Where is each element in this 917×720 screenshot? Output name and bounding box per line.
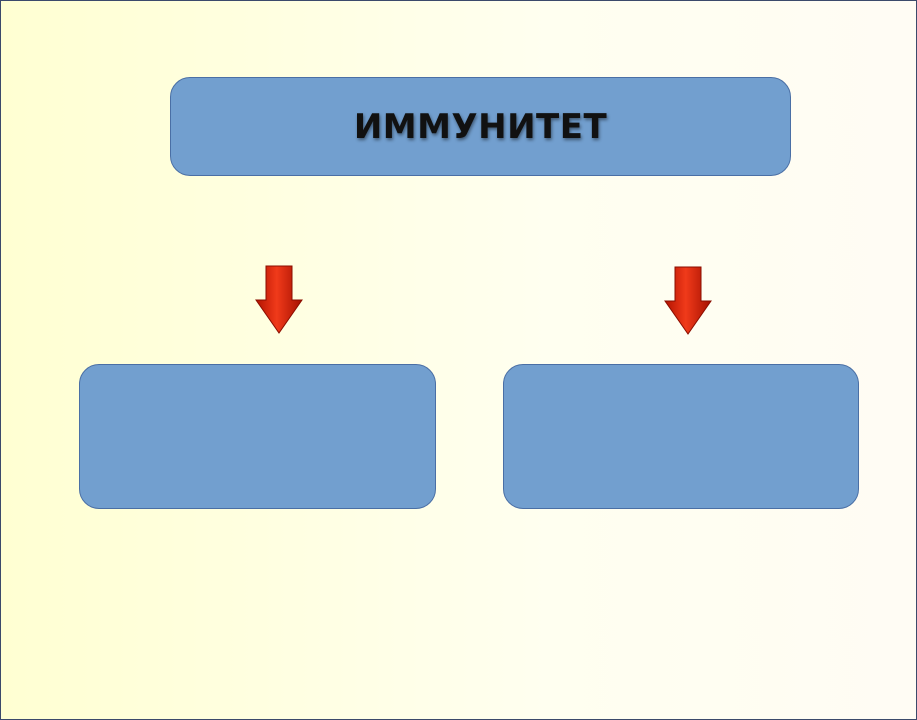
right-box [503, 364, 859, 509]
left-box [79, 364, 436, 509]
arrow-down-icon [664, 266, 712, 335]
diagram-title: ИММУНИТЕТ [353, 106, 608, 147]
arrow-down-icon [255, 265, 303, 334]
title-box: ИММУНИТЕТ [170, 77, 791, 176]
